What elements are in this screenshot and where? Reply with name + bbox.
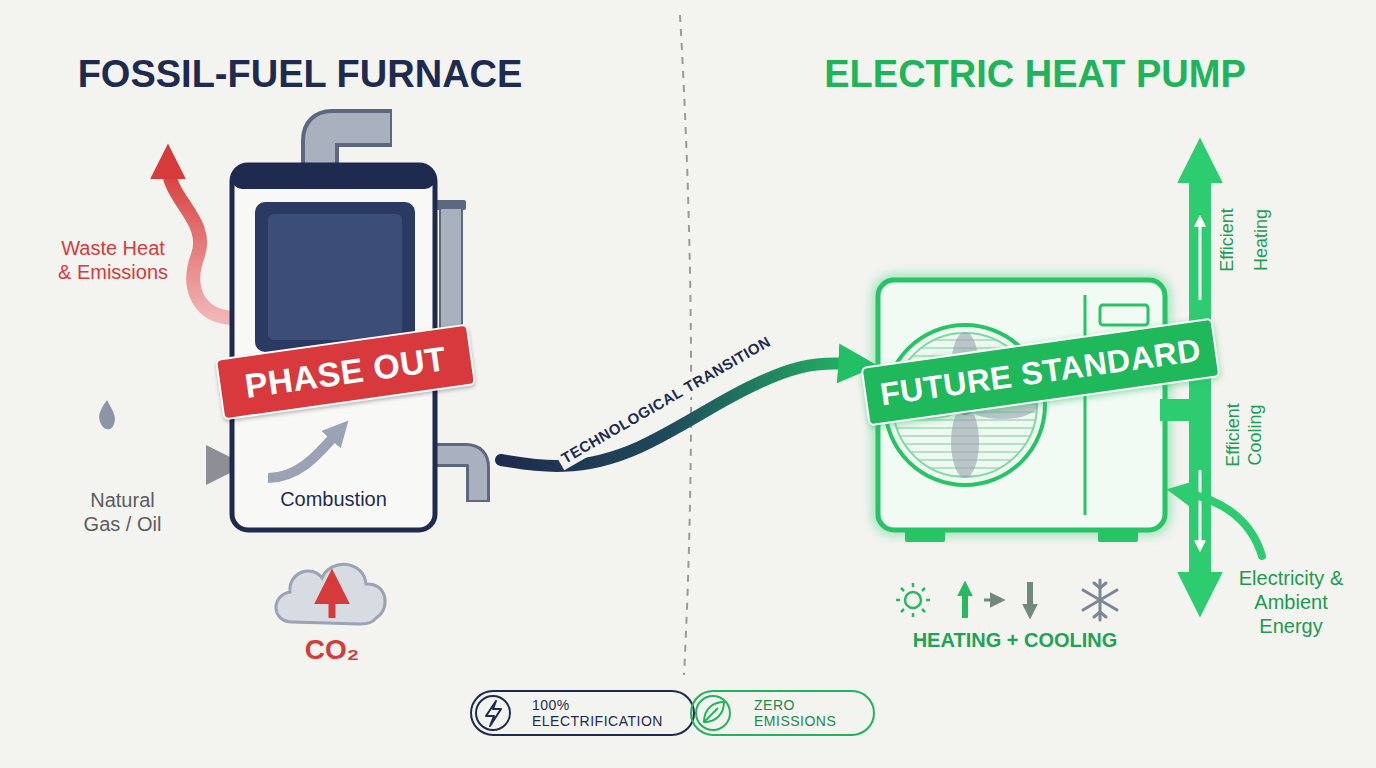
badge-icons (696, 696, 730, 730)
sun-icon (901, 588, 904, 591)
up-arrow-icon (962, 590, 968, 618)
co2-cloud-drawing (276, 564, 385, 624)
snowflake-icon (1100, 612, 1106, 617)
output-arrows (1199, 470, 1202, 545)
energy-input-arrow (1182, 492, 1262, 556)
badge-icons (476, 696, 510, 730)
waste-heat-arrow (168, 165, 236, 318)
heating-cooling-icons (896, 580, 1117, 620)
sun-icon (901, 609, 904, 612)
phase-out-banner: PHASE OUT (214, 324, 475, 421)
furnace-drawing (268, 432, 338, 478)
edge-label: TECHNOLOGICAL TRANSITION (554, 329, 777, 470)
sun-icon (912, 613, 915, 617)
fuel-input-arrow (60, 400, 222, 465)
transition-arrow (501, 363, 854, 466)
section-heading: FOSSIL-FUEL FURNACE (20, 52, 580, 98)
output-label: Efficient (1217, 208, 1239, 272)
node-text: 100% ELECTRIFICATION (532, 697, 663, 729)
output-label: Waste Heat & Emissions (52, 236, 174, 284)
co2-cloud: CO₂ (272, 552, 392, 670)
heat-pump-drawing (1084, 295, 1087, 515)
snowflake-icon (1083, 590, 1117, 610)
node-text: CO₂ (272, 634, 392, 666)
sun-icon (896, 583, 930, 617)
fan-blades (951, 406, 979, 478)
input-label: Natural Gas / Oil (70, 488, 175, 536)
furnace-drawing (268, 214, 402, 340)
snowflake-icon (1083, 580, 1117, 620)
section-heading: ELECTRIC HEAT PUMP (800, 52, 1270, 98)
right-arrow-icon (984, 599, 996, 602)
electrification-badge: 100% ELECTRIFICATION (470, 690, 695, 736)
output-arrows (1199, 222, 1202, 300)
future-standard-banner: FUTURE STANDARD (860, 318, 1220, 427)
snowflake-icon (1083, 590, 1117, 610)
feature-label: HEATING + COOLING (870, 628, 1160, 652)
sun-icon (912, 583, 915, 587)
input-label: Electricity & Ambient Energy (1232, 566, 1350, 638)
node-text: PHASE OUT (242, 339, 448, 406)
node-text: Combustion (232, 488, 435, 511)
furnace-drawing (432, 455, 478, 502)
node-text: FUTURE STANDARD (877, 331, 1202, 413)
output-label: Heating (1251, 209, 1273, 271)
waste-heat-arrow (168, 165, 236, 318)
sun-icon (922, 588, 925, 591)
sun-icon (926, 599, 930, 602)
badge-icons (704, 708, 718, 722)
heat-pump-drawing (905, 530, 945, 542)
node-text: ZERO EMISSIONS (754, 697, 836, 729)
co2-cloud-drawing (329, 590, 336, 618)
furnace-drawing (320, 128, 390, 167)
zero-emissions-badge: ZERO EMISSIONS (690, 690, 875, 736)
furnace-drawing (255, 202, 415, 352)
sun-icon (896, 599, 900, 602)
bolt-icon (486, 701, 501, 726)
energy-input-arrow (1182, 492, 1262, 556)
output-arrows (1189, 165, 1211, 421)
heat-pump-drawing (1100, 305, 1148, 325)
co2-cloud-drawing (276, 564, 385, 624)
sun-icon (922, 609, 925, 612)
leaf-icon (704, 702, 724, 722)
flame-icon (99, 400, 115, 429)
heat-pump-drawing (1098, 530, 1138, 542)
snowflake-icon (1100, 583, 1106, 588)
output-label: Efficient Cooling (1223, 388, 1266, 483)
furnace-drawing (320, 128, 392, 167)
furnace-drawing (232, 165, 435, 189)
down-arrow-icon (1027, 582, 1033, 610)
sun-icon (905, 592, 921, 608)
furnace-drawing (432, 455, 478, 500)
divider-line (680, 15, 691, 675)
fuel-input-arrow (60, 454, 222, 476)
